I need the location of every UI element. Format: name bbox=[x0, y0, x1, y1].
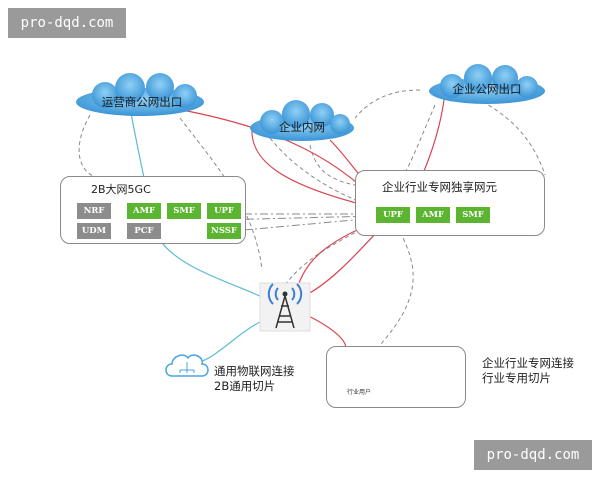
cloud-enterprise-intranet bbox=[250, 100, 354, 141]
cloud-enterprise-intranet-label: 企业内网 bbox=[279, 120, 325, 134]
dashed-links bbox=[78, 89, 546, 346]
watermark-top: pro-dqd.com bbox=[8, 8, 126, 38]
base-station-icon bbox=[259, 282, 311, 332]
nf-amf: AMF bbox=[127, 203, 161, 219]
industry-slice-label: 企业行业专网连接 行业专用切片 bbox=[482, 356, 574, 386]
watermark-bottom: pro-dqd.com bbox=[474, 440, 592, 470]
nf-nssf: NSSF bbox=[207, 223, 241, 239]
industry-slice-line2: 行业专用切片 bbox=[482, 371, 551, 385]
general-slice-line1: 通用物联网连接 bbox=[214, 364, 295, 378]
nf-udm: UDM bbox=[77, 223, 111, 239]
nf-enterprise-smf: SMF bbox=[456, 207, 490, 223]
nf-upf: UPF bbox=[207, 203, 241, 219]
general-slice-line2: 2B通用切片 bbox=[214, 379, 276, 393]
industry-user-box: 行业用户 bbox=[326, 346, 466, 408]
industry-user-label: 行业用户 bbox=[347, 389, 372, 396]
cloud-enterprise-public-label: 企业公网出口 bbox=[452, 82, 522, 96]
nf-enterprise-upf: UPF bbox=[376, 207, 410, 223]
nf-nrf: NRF bbox=[77, 203, 111, 219]
core-network-title: 2B大网5GC bbox=[91, 183, 151, 196]
core-network-box: 2B大网5GC NRF AMF SMF UPF UDM PCF NSSF bbox=[60, 176, 246, 244]
cloud-operator bbox=[76, 73, 204, 116]
enterprise-nf-box: 企业行业专网独享网元 UPF AMF SMF bbox=[355, 170, 545, 236]
nf-pcf: PCF bbox=[127, 223, 161, 239]
cloud-operator-label: 运营商公网出口 bbox=[101, 95, 183, 109]
iot-cloud-icon bbox=[165, 354, 209, 377]
cloud-enterprise-public bbox=[429, 64, 545, 104]
general-slice-label: 通用物联网连接 2B通用切片 bbox=[214, 364, 295, 394]
enterprise-nf-title: 企业行业专网独享网元 bbox=[382, 180, 497, 194]
industry-slice-line1: 企业行业专网连接 bbox=[482, 356, 574, 370]
nf-smf: SMF bbox=[167, 203, 201, 219]
nf-enterprise-amf: AMF bbox=[416, 207, 450, 223]
